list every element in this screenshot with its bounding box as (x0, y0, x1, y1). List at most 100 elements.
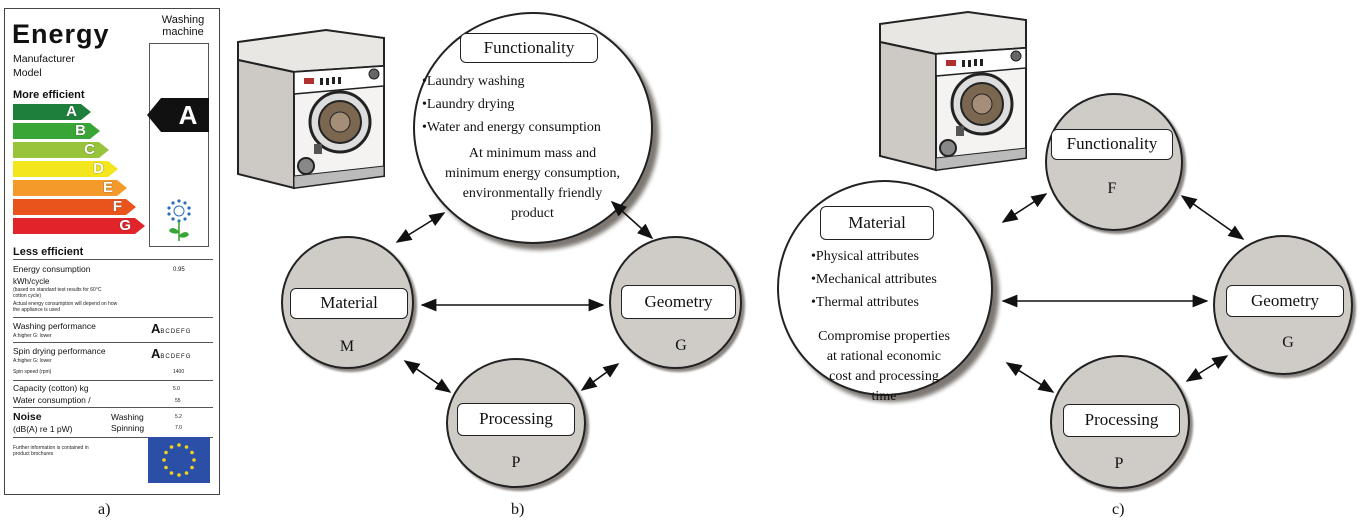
material-goal: Compromise properties at rational econom… (789, 327, 979, 407)
goal-line: environmentally friendly (462, 186, 603, 201)
kwh-cycle-label: kWh/cycle (13, 277, 50, 286)
less-efficient-label: Less efficient (13, 246, 84, 258)
eu-star (190, 465, 194, 470)
eu-star (190, 450, 194, 455)
list-item: Physical attributes (811, 245, 937, 268)
capacity-label: Capacity (cotton) kg (13, 383, 89, 393)
goal-line: minimum energy consumption, (444, 166, 621, 181)
functionality-goal: At minimum mass and minimum energy consu… (420, 144, 645, 224)
noise-unit: (dB(A) re 1 pW) (13, 424, 73, 434)
processing-box: Processing (1063, 404, 1180, 437)
divider (13, 342, 213, 343)
geometry-letter: G (1282, 334, 1294, 351)
functionality-title-box: Functionality (460, 33, 598, 63)
divider (13, 407, 213, 408)
caption-b: b) (511, 501, 525, 518)
processing-letter: P (1114, 455, 1124, 472)
arrow-functionality-geometry (1180, 195, 1245, 240)
goal-line: product (511, 206, 554, 221)
arrow-geometry-processing (580, 363, 620, 391)
goal-line: Compromise properties (818, 329, 950, 344)
geometry-box: Geometry (621, 285, 736, 319)
geometry-box: Geometry (1226, 285, 1344, 317)
rating-column (149, 43, 209, 247)
processing-box: Processing (457, 403, 575, 436)
washing-scale: ABCDEFG (151, 321, 191, 336)
spin-speed-label: Spin speed (rpm) (13, 369, 52, 375)
caption-a: a) (98, 501, 111, 518)
rating-arrow (147, 98, 209, 132)
further-info: Further information is contained in prod… (13, 445, 89, 457)
arrow-functionality-geometry (610, 200, 654, 240)
noise-label: Noise (13, 411, 42, 423)
efficiency-class-c: C (13, 142, 109, 158)
eu-flag-icon (148, 437, 210, 483)
goal-line: cost and processing (829, 369, 939, 384)
goal-line: time (871, 389, 897, 404)
divider (13, 437, 213, 438)
eu-star (162, 458, 166, 462)
geometry-letter: G (675, 337, 687, 354)
efficiency-class-e: E (13, 180, 127, 196)
washing-scale-rest: BCDEFG (160, 329, 192, 335)
spin-scale-best: A (151, 346, 161, 361)
material-list: Physical attributes Mechanical attribute… (811, 245, 937, 314)
washing-scale-note: A:higher G: lower (13, 333, 52, 339)
spin-drying-label: Spin drying performance (13, 346, 106, 356)
noise-washing-label: Washing (111, 412, 144, 422)
efficiency-class-d: D (13, 161, 118, 177)
arrow-functionality-material (395, 212, 446, 243)
arrow-material-processing (403, 360, 452, 393)
water-consumption-value: 55 (175, 398, 181, 404)
eu-star (184, 445, 189, 449)
energy-consumption-value: 0.95 (173, 267, 185, 273)
noise-spinning-label: Spinning (111, 423, 145, 433)
spin-scale-note: A:higher G: lower (13, 358, 52, 364)
noise-spinning-value: 7.0 (175, 425, 182, 431)
arrow-material-functionality (1001, 193, 1048, 223)
divider (13, 380, 213, 381)
washing-scale-best: A (151, 321, 161, 336)
functionality-list: Laundry washing Laundry drying Water and… (422, 70, 601, 139)
eu-star (177, 443, 181, 447)
list-item: Laundry washing (422, 70, 601, 93)
efficiency-class-b: B (13, 123, 100, 139)
more-efficient-label: More efficient (13, 89, 85, 101)
rating-arrow-letter: A (178, 100, 198, 130)
appliance-type: Washing machine (161, 14, 205, 38)
arrow-material-processing (1005, 362, 1055, 393)
spin-scale: ABCDEFG (151, 346, 191, 361)
material-letter: M (339, 338, 355, 355)
kwh-note: (based on standard test results for 60°C… (13, 287, 102, 299)
material-box: Material (290, 288, 408, 319)
eu-star (169, 445, 174, 449)
eu-star (164, 465, 168, 470)
energy-label: Energy Washing machine Manufacturer Mode… (4, 8, 220, 495)
energy-consumption-label: Energy consumption (13, 264, 91, 274)
goal-line: at rational economic (826, 349, 942, 364)
functionality-circle (1045, 93, 1183, 231)
eu-star (177, 473, 181, 477)
water-consumption-label: Water consumption / (13, 395, 91, 405)
efficiency-class-a: A (13, 104, 91, 120)
capacity-value: 5.0 (173, 386, 180, 392)
list-item: Mechanical attributes (811, 268, 937, 291)
arrow-geometry-processing (1185, 355, 1229, 382)
goal-line: At minimum mass and (468, 146, 597, 161)
model-label: Model (13, 67, 42, 79)
material-title-box: Material (820, 206, 934, 240)
efficiency-class-g: G (13, 218, 145, 234)
washing-performance-label: Washing performance (13, 321, 96, 331)
caption-c: c) (1112, 501, 1125, 518)
eu-star (169, 471, 174, 475)
divider (13, 259, 213, 260)
functionality-letter: F (1107, 180, 1117, 197)
list-item: Thermal attributes (811, 291, 937, 314)
efficiency-class-f: F (13, 199, 136, 215)
washing-machine-illustration (879, 10, 1027, 172)
eu-star (184, 471, 189, 475)
noise-washing-value: 5.2 (175, 414, 182, 420)
spin-speed-value: 1400 (173, 369, 185, 375)
eco-flower-icon (167, 199, 191, 241)
